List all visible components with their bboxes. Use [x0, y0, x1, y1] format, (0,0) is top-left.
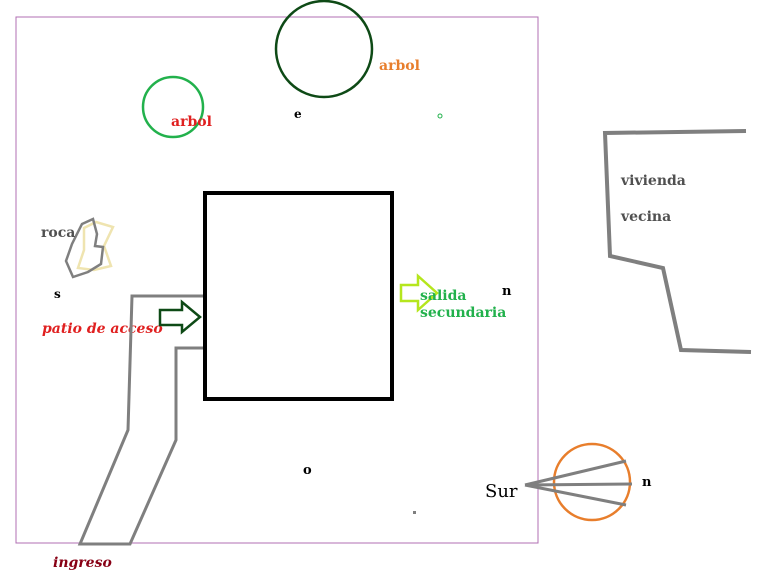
rock-outline — [64, 217, 105, 279]
compass-north-label: n — [642, 475, 652, 490]
entrance-label: ingreso — [53, 555, 112, 571]
direction-e-label: e — [294, 107, 302, 121]
neighbor-house-label-line2: vecina — [620, 209, 671, 225]
access-patio-label: patio de acceso — [42, 321, 163, 337]
exit-arrow-icon — [399, 273, 439, 313]
compass-needle-middle — [524, 482, 633, 487]
neighbor-house-label-line1: vivienda — [620, 173, 686, 189]
compass-south-label: Sur — [485, 481, 518, 502]
compass-needle-bottom — [524, 483, 627, 507]
secondary-exit-label-line1: salida — [420, 288, 466, 304]
direction-n-label: n — [502, 284, 512, 299]
large-tree-label: arbol — [379, 58, 420, 74]
large-tree-circle — [274, 0, 374, 99]
direction-o-label: o — [303, 463, 312, 478]
lot-boundary — [15, 16, 539, 544]
compass-icon — [524, 442, 633, 522]
secondary-exit-label-line2: secundaria — [420, 305, 506, 321]
direction-s-label: s — [54, 287, 61, 301]
neighbor-house-outline — [602, 129, 752, 354]
house-building — [203, 191, 394, 401]
rock-outline-light — [76, 220, 115, 272]
small-tree-label: arbol — [171, 114, 212, 130]
compass-circle — [552, 442, 632, 522]
green-dot — [437, 113, 443, 119]
entry-path — [77, 294, 203, 546]
entry-arrow-icon — [158, 299, 202, 335]
rock-label: roca — [41, 225, 75, 241]
compass-needle-top — [524, 459, 627, 487]
small-tree-circle — [141, 75, 205, 139]
gray-dot — [413, 511, 416, 514]
